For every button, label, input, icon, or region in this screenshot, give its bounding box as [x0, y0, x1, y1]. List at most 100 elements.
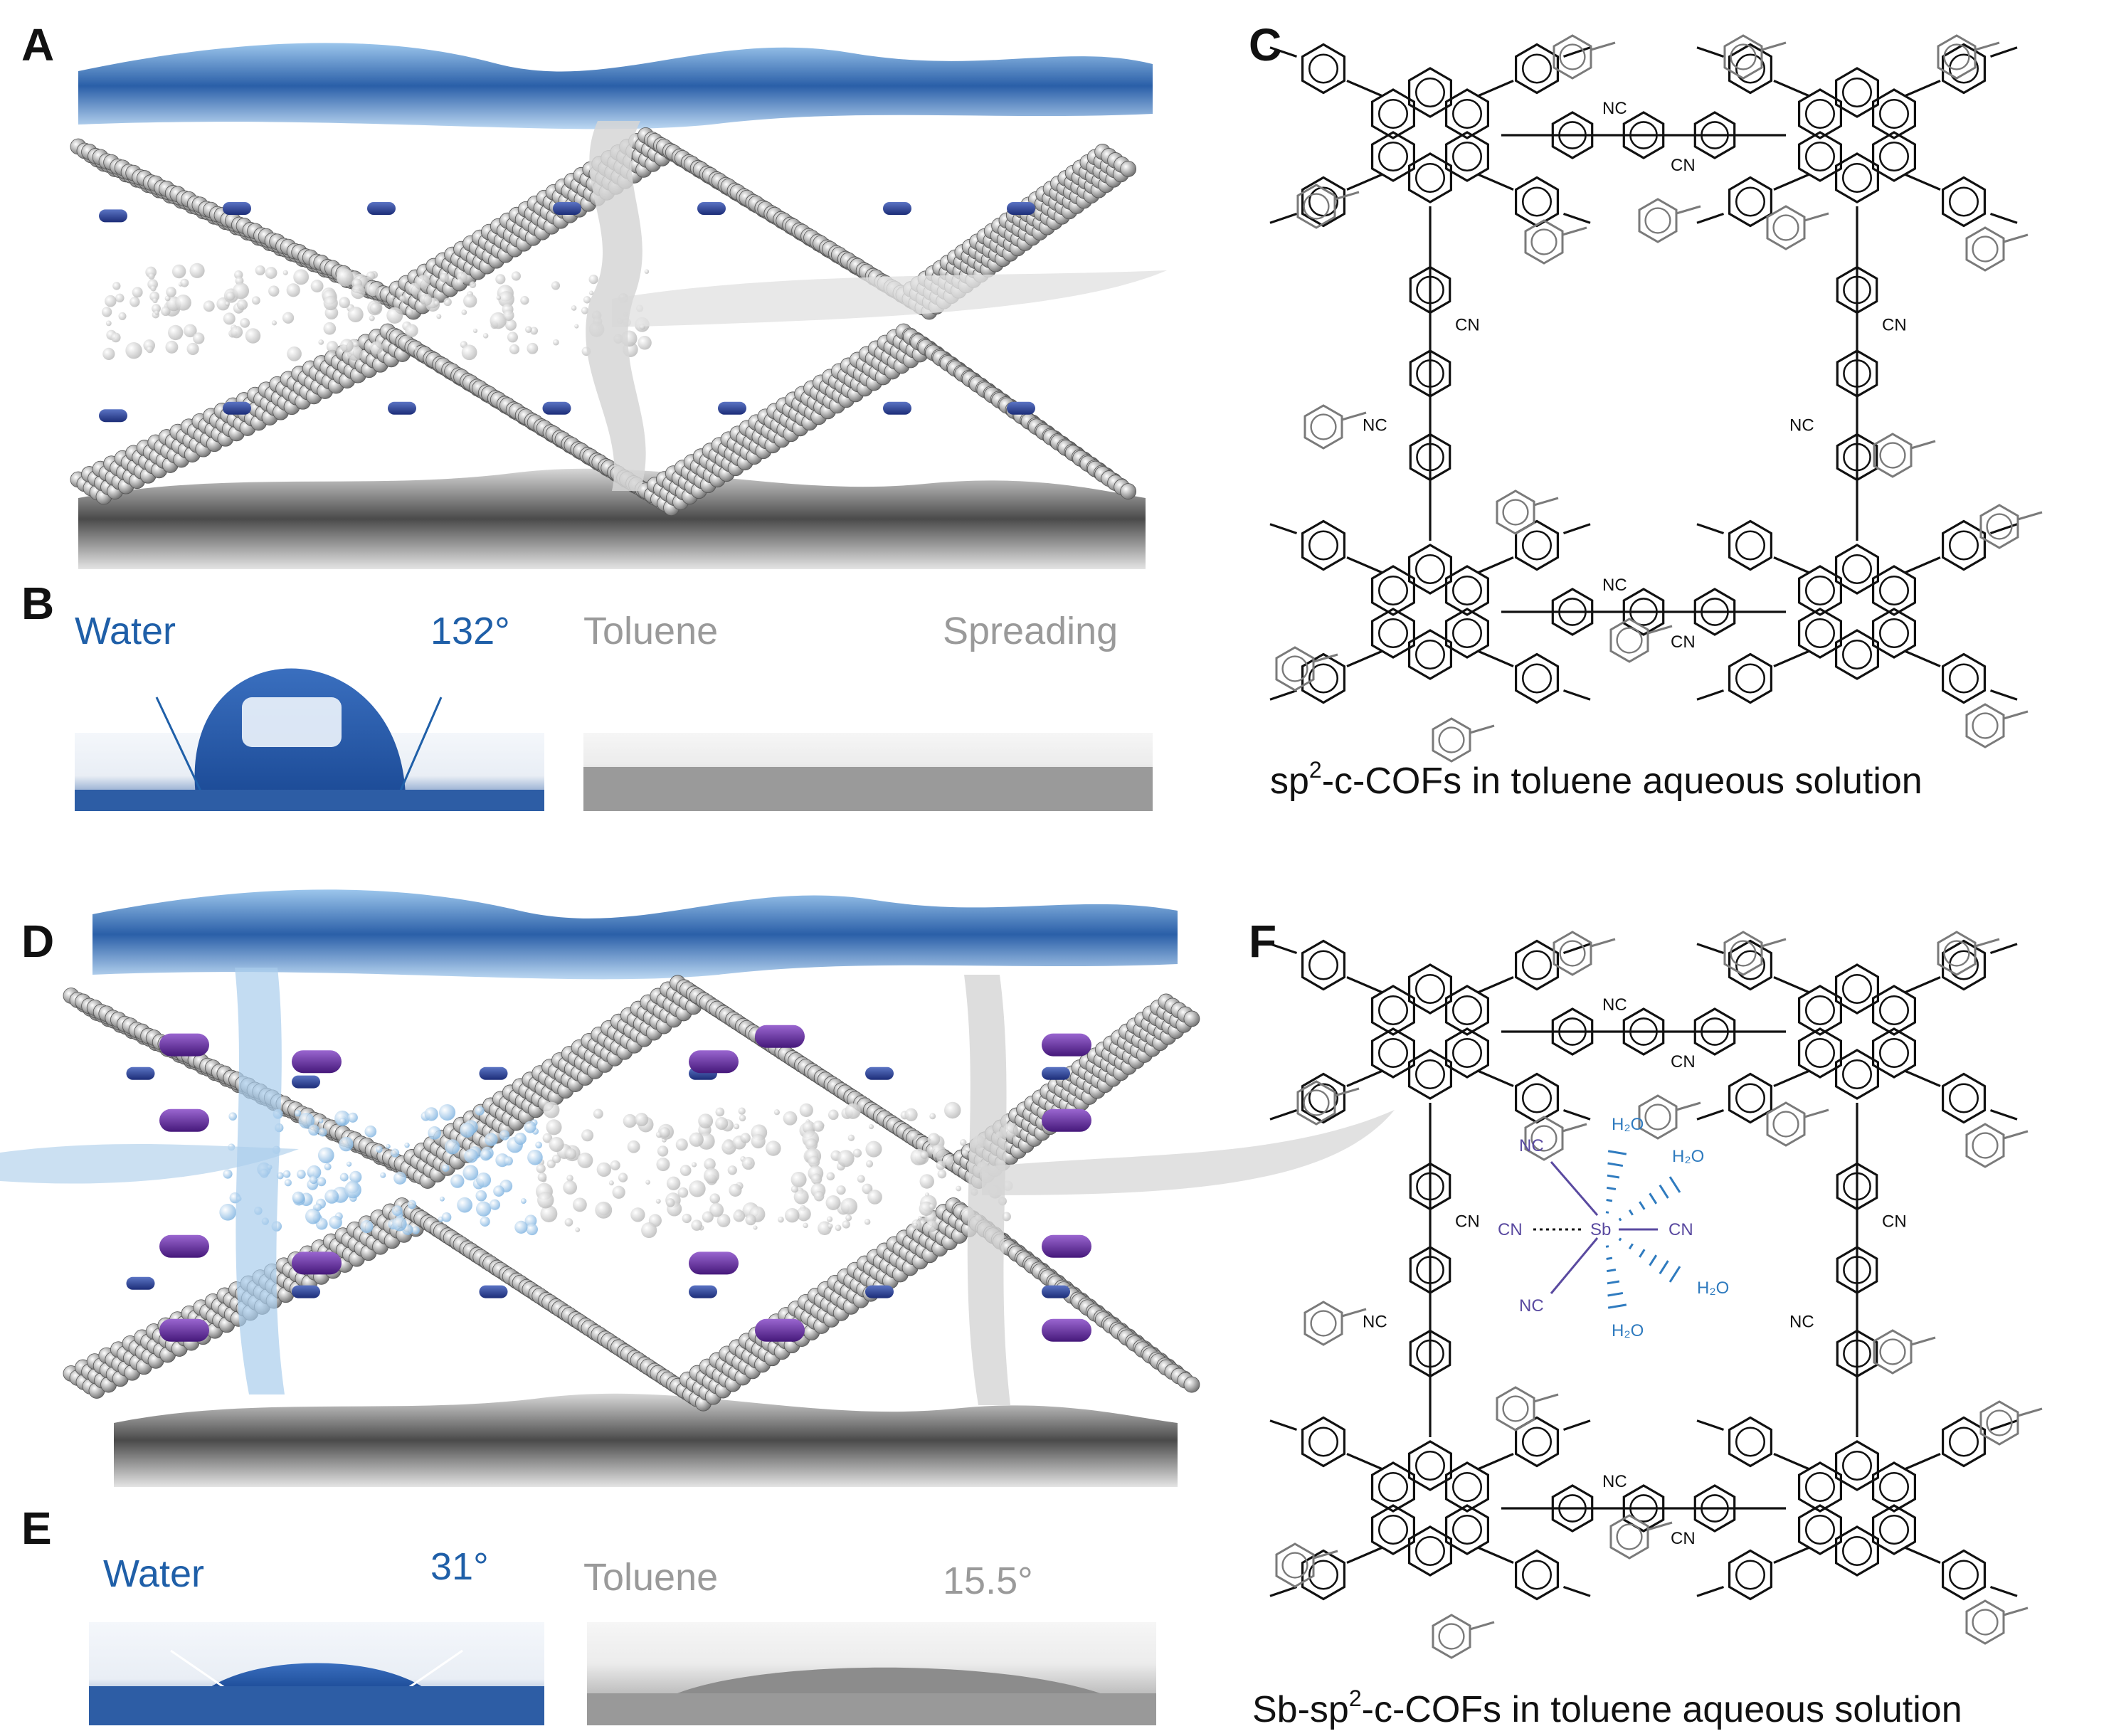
- nitrile-label: NC: [1602, 99, 1627, 118]
- aromatic-circle: [1415, 1536, 1446, 1567]
- water-column-d: [235, 968, 285, 1394]
- bond: [1696, 1585, 1725, 1597]
- solvent-bubble: [324, 1163, 332, 1170]
- bond: [1562, 212, 1591, 224]
- aromatic-circle: [1879, 1472, 1910, 1503]
- aromatic-circle: [1378, 1038, 1409, 1069]
- bond: [1533, 497, 1559, 507]
- nitrogen-rod: [99, 209, 127, 223]
- solvent-bubble: [813, 1120, 825, 1132]
- solvent-bubble: [189, 263, 205, 278]
- nitrile-label: NC: [1602, 995, 1627, 1015]
- aromatic-circle: [1842, 77, 1873, 107]
- solvent-bubble: [845, 1103, 861, 1119]
- nitrogen-rod: [1007, 401, 1035, 415]
- solvent-bubble: [563, 1180, 578, 1195]
- solvent-bubble: [577, 1153, 593, 1168]
- aromatic-circle: [1522, 1083, 1553, 1113]
- solvent-bubble: [168, 324, 184, 341]
- aromatic-circle: [1378, 618, 1409, 649]
- solvent-bubble: [112, 282, 121, 290]
- antimony-rod: [1042, 1234, 1091, 1258]
- solvent-bubble: [638, 336, 652, 350]
- bond: [1562, 943, 1591, 955]
- solvent-bubble: [461, 309, 467, 315]
- solvent-bubble: [785, 1207, 800, 1223]
- solvent-bubble: [271, 320, 277, 326]
- aromatic-circle: [1522, 1560, 1553, 1590]
- nitrogen-rod: [883, 202, 911, 215]
- bond: [1904, 173, 1941, 191]
- antimony-rod: [1042, 1318, 1091, 1342]
- bond: [1804, 212, 1829, 222]
- panel-letter-d: D: [21, 916, 54, 967]
- bond: [1562, 226, 1587, 236]
- solvent-bubble: [509, 344, 519, 354]
- toluene-label-e: Toluene: [583, 1556, 718, 1599]
- solvent-bubble: [571, 305, 577, 311]
- solvent-bubble: [803, 1222, 808, 1229]
- solvent-bubble: [318, 1118, 324, 1123]
- bond: [1606, 1199, 1613, 1202]
- bond: [1607, 1303, 1627, 1309]
- solvent-bubble: [439, 1196, 445, 1202]
- solvent-bubble: [475, 1190, 487, 1202]
- solvent-bubble: [380, 1172, 386, 1178]
- bond: [1639, 1249, 1646, 1258]
- bond: [1668, 1266, 1681, 1283]
- solvent-bubble: [715, 1117, 729, 1131]
- solvent-bubble: [317, 1147, 334, 1164]
- solvent-bubble: [293, 269, 310, 285]
- solvent-bubble: [826, 1216, 833, 1222]
- solvent-bubble: [282, 270, 288, 275]
- aromatic-circle: [1308, 1083, 1339, 1113]
- bond: [1773, 556, 1810, 574]
- aromatic-circle: [1438, 726, 1465, 753]
- solvent-bubble: [443, 297, 452, 307]
- panel-letter-b: B: [21, 578, 54, 629]
- solvent-bubble: [480, 1149, 492, 1161]
- nitrogen-rod: [223, 401, 251, 415]
- solvent-bubble: [865, 1140, 882, 1158]
- solvent-bubble: [581, 1129, 594, 1142]
- water-label-b: Water: [75, 610, 176, 652]
- solvent-bubble: [799, 1103, 813, 1118]
- antimony-rod: [1042, 1108, 1091, 1132]
- bond: [1334, 191, 1360, 201]
- solvent-bubble: [475, 1106, 485, 1116]
- solvent-bubble: [919, 1174, 934, 1189]
- solvent-bubble: [369, 302, 381, 314]
- bond: [1562, 46, 1591, 58]
- aromatic-circle: [1735, 1427, 1766, 1457]
- solvent-bubble: [464, 1148, 478, 1163]
- bond: [1910, 440, 1936, 450]
- solvent-bubble: [223, 1169, 233, 1179]
- solvent-bubble: [520, 296, 529, 305]
- solvent-bubble: [393, 1171, 407, 1185]
- bond: [1773, 1546, 1810, 1564]
- solvent-bubble: [324, 1189, 339, 1204]
- solvent-bubble: [627, 1140, 640, 1153]
- aromatic-circle: [1522, 53, 1553, 84]
- solvent-bubble: [102, 347, 115, 361]
- aromatic-circle: [1842, 1451, 1873, 1481]
- aromatic-circle: [1772, 1111, 1799, 1138]
- aromatic-circle: [1378, 1515, 1409, 1545]
- aromatic-circle: [1452, 141, 1483, 171]
- water-ligand-label: H₂O: [1697, 1279, 1729, 1298]
- solvent-bubble: [738, 1107, 746, 1115]
- nitrogen-rod: [479, 1285, 508, 1298]
- solvent-bubble: [682, 1213, 692, 1224]
- solvent-bubble: [282, 312, 295, 324]
- bond: [1269, 523, 1298, 535]
- solvent-bubble: [236, 299, 248, 310]
- solvent-bubble: [460, 1122, 475, 1138]
- bond: [1590, 938, 1616, 948]
- solvent-bubble: [867, 1190, 882, 1205]
- solvent-bubble: [240, 317, 250, 328]
- bond: [1696, 1108, 1725, 1121]
- solvent-bubble: [399, 295, 406, 302]
